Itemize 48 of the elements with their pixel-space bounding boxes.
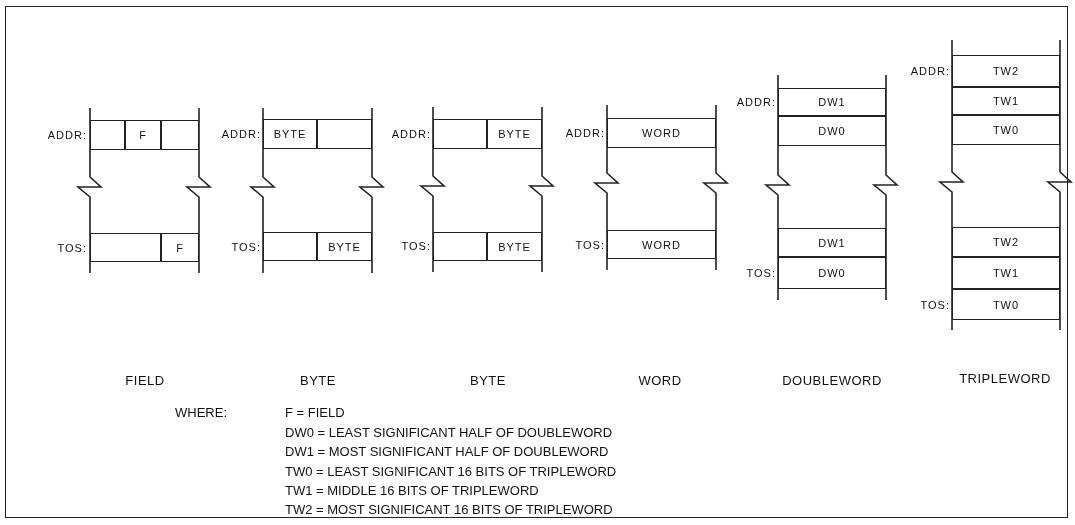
row-label: ADDR: — [391, 128, 431, 140]
memory-cell: DW1 — [778, 228, 886, 257]
column-title: WORD — [638, 372, 682, 388]
memory-cell: BYTE — [487, 119, 542, 149]
memory-cell: BYTE — [263, 119, 317, 149]
definition-text: F = FIELD — [285, 404, 345, 420]
definition-text: DW1 = MOST SIGNIFICANT HALF OF DOUBLEWORD — [285, 443, 609, 459]
row-label: TOS: — [575, 239, 605, 251]
definition-text: TW1 = MIDDLE 16 BITS OF TRIPLEWORD — [285, 482, 539, 498]
row-label: ADDR: — [910, 65, 950, 77]
memory-cell: TW0 — [952, 289, 1060, 320]
column-title: DOUBLEWORD — [782, 372, 882, 388]
definition-text: DW0 = LEAST SIGNIFICANT HALF OF DOUBLEWORD — [285, 424, 613, 440]
definition-text: TW0 = LEAST SIGNIFICANT 16 BITS OF TRIPLEWORD — [285, 463, 617, 479]
row-label: ADDR: — [565, 127, 605, 139]
column-title: BYTE — [300, 372, 336, 388]
definition-text: TW2 = MOST SIGNIFICANT 16 BITS OF TRIPLEWORD — [285, 501, 613, 517]
memory-cell: WORD — [607, 230, 716, 259]
empty-memory-cell — [90, 120, 125, 150]
column-title: TRIPLEWORD — [959, 370, 1051, 386]
memory-cell: DW0 — [778, 257, 886, 289]
row-label: ADDR: — [221, 128, 261, 140]
memory-cell: DW1 — [778, 88, 886, 116]
memory-cell: TW2 — [952, 227, 1060, 257]
memory-cell: BYTE — [317, 232, 372, 261]
memory-cell: TW1 — [952, 87, 1060, 115]
row-label: TOS: — [920, 299, 950, 311]
column-title: BYTE — [470, 372, 506, 388]
row-label: TOS: — [746, 267, 776, 279]
memory-cell: TW0 — [952, 115, 1060, 145]
memory-cell: F — [125, 120, 161, 150]
memory-cell: TW2 — [952, 55, 1060, 87]
key-heading: WHERE: — [175, 404, 227, 420]
row-label: TOS: — [401, 240, 431, 252]
memory-cell: DW0 — [778, 116, 886, 146]
memory-cell: BYTE — [487, 232, 542, 261]
memory-cell: TW1 — [952, 257, 1060, 289]
empty-memory-cell — [433, 232, 487, 261]
empty-memory-cell — [161, 120, 199, 150]
empty-memory-cell — [317, 119, 372, 149]
row-label: ADDR: — [736, 96, 776, 108]
memory-cell: F — [161, 233, 199, 262]
empty-memory-cell — [433, 119, 487, 149]
empty-memory-cell — [90, 233, 161, 262]
memory-cell: WORD — [607, 118, 716, 148]
column-title: FIELD — [125, 372, 165, 388]
row-label: TOS: — [231, 241, 261, 253]
empty-memory-cell — [263, 232, 317, 261]
